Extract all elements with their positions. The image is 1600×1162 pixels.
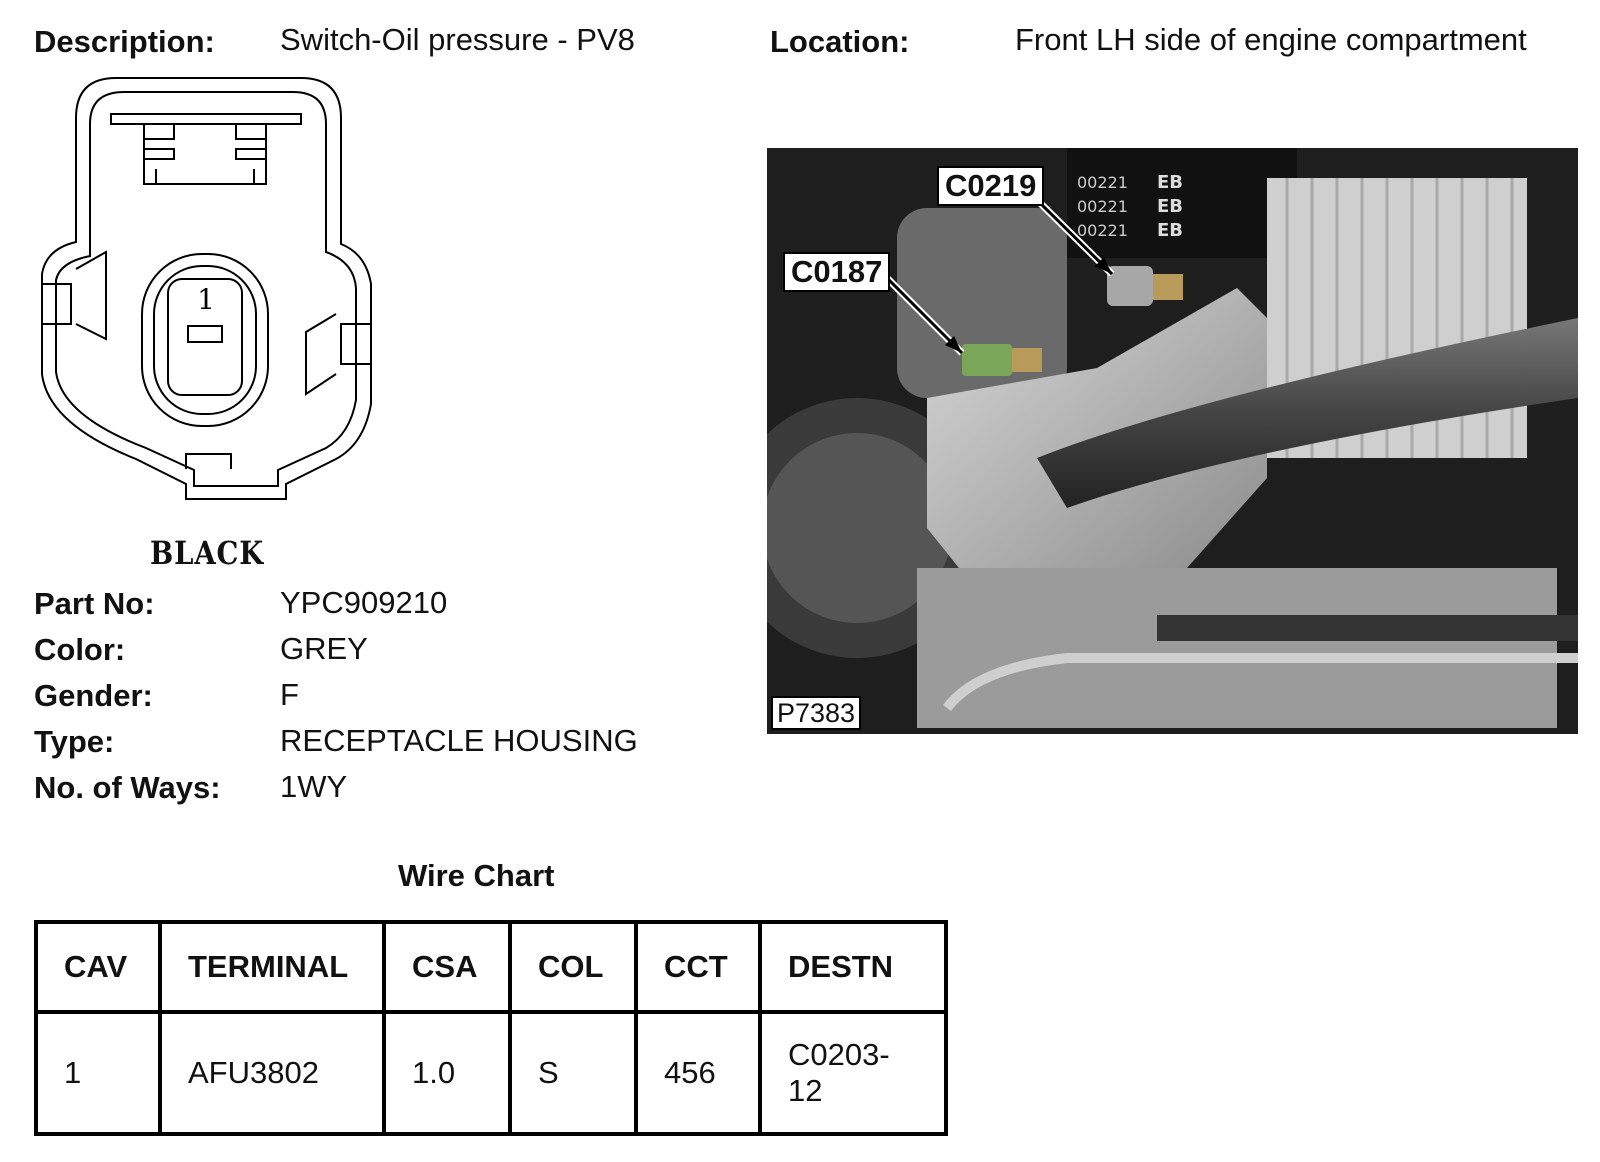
cell-csa: 1.0	[382, 1010, 512, 1136]
engine-photo-illustration: 00221 EB 00221 EB 00221 EB	[767, 148, 1578, 734]
header-cct: CCT	[634, 920, 762, 1014]
cell-cav: 1	[34, 1010, 162, 1136]
connector-face-diagram: 1	[41, 77, 372, 500]
part-no-value: YPC909210	[280, 585, 448, 620]
header-terminal: TERMINAL	[158, 920, 386, 1014]
connector-housing-color: BLACK	[150, 534, 265, 572]
connector-outer-shell	[41, 77, 372, 500]
callout-c0187: C0187	[783, 252, 891, 292]
belt-marking-1: 00221	[1077, 173, 1128, 192]
callout-c0219: C0219	[937, 166, 1045, 206]
ways-value: 1WY	[280, 769, 348, 804]
svg-text:00221: 00221	[1077, 221, 1128, 240]
wire-chart-table: CAV TERMINAL CSA COL CCT DESTN 1 AFU3802…	[34, 920, 948, 1136]
gender-value: F	[280, 677, 299, 712]
location-photo: 00221 EB 00221 EB 00221 EB	[767, 148, 1578, 734]
wire-chart-title: Wire Chart	[398, 858, 555, 893]
destn-line-2: 12	[788, 1073, 823, 1108]
cell-destn: C0203- 12	[758, 1010, 948, 1136]
cavity-number: 1	[197, 283, 215, 316]
destn-line-1: C0203-	[788, 1037, 890, 1072]
cell-cct: 456	[634, 1010, 762, 1136]
description-label: Description:	[34, 24, 215, 59]
cell-terminal: AFU3802	[158, 1010, 386, 1136]
gender-label: Gender:	[34, 678, 153, 713]
connector-inner-shell	[55, 91, 357, 487]
color-label: Color:	[34, 632, 126, 667]
header-col: COL	[508, 920, 638, 1014]
location-label: Location:	[770, 24, 910, 59]
svg-text:EB: EB	[1157, 196, 1183, 217]
type-value: RECEPTACLE HOUSING	[280, 723, 638, 758]
color-value: GREY	[280, 631, 368, 666]
part-no-label: Part No:	[34, 586, 155, 621]
ways-label: No. of Ways:	[34, 770, 221, 805]
oil-pressure-switch-connector	[962, 344, 1012, 376]
svg-text:EB: EB	[1157, 220, 1183, 241]
header-csa: CSA	[382, 920, 512, 1014]
header-destn: DESTN	[758, 920, 948, 1014]
header-cav: CAV	[34, 920, 162, 1014]
cell-col: S	[508, 1010, 638, 1136]
belt-marking-2: EB	[1157, 172, 1183, 193]
description-value: Switch-Oil pressure - PV8	[280, 22, 635, 57]
location-value: Front LH side of engine compartment	[1015, 22, 1527, 57]
svg-text:00221: 00221	[1077, 197, 1128, 216]
photo-reference: P7383	[771, 696, 862, 730]
table-header-row: CAV TERMINAL CSA COL CCT DESTN	[34, 920, 948, 1014]
table-row: 1 AFU3802 1.0 S 456 C0203- 12	[34, 1010, 948, 1136]
type-label: Type:	[34, 724, 115, 759]
